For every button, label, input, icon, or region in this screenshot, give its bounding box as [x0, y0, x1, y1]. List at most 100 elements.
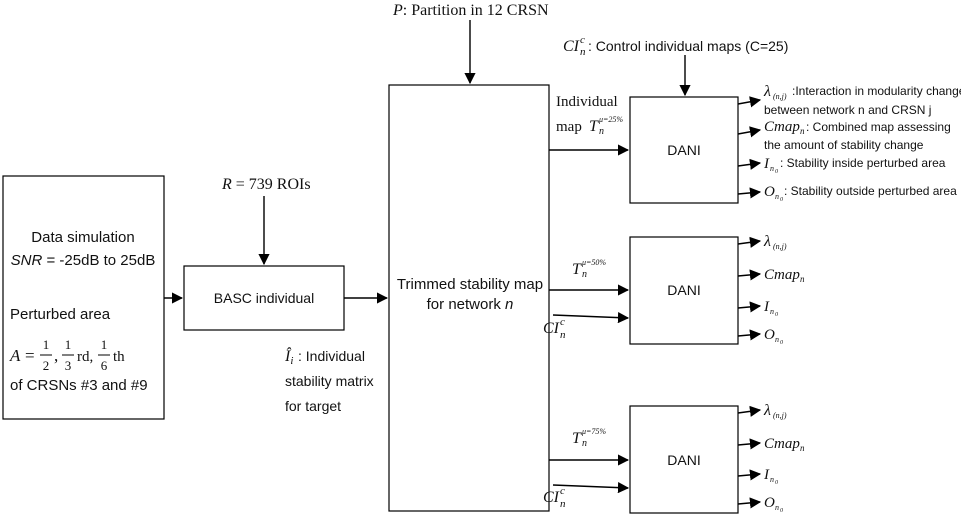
svg-text:n: n	[770, 307, 774, 316]
svg-text:6: 6	[101, 358, 108, 373]
svg-text:n: n	[599, 126, 604, 137]
arrow-ci-to-dani2	[552, 312, 630, 324]
crsn-text: of CRSNs #3 and #9	[10, 377, 148, 394]
arrow-dani3-cmap	[737, 438, 762, 450]
dani-box-1	[629, 96, 739, 204]
svg-text:n: n	[800, 274, 805, 284]
svg-text:λ: λ	[763, 402, 771, 419]
t75-label: T n μ=75%	[572, 427, 606, 449]
svg-text:c: c	[560, 485, 565, 497]
control-maps-label: CI c n : Control individual maps (C=25)	[563, 34, 788, 58]
svg-text:rd,: rd,	[77, 349, 93, 365]
svg-text:T: T	[572, 261, 582, 278]
arrow-dani3-i	[737, 469, 762, 481]
arrow-dani3-lambda	[737, 405, 762, 417]
arrow-dani1-o	[737, 187, 762, 199]
arrow-dani2-o	[737, 329, 762, 341]
svg-text:CI: CI	[543, 489, 560, 506]
svg-text:between network n and CRSN j: between network n and CRSN j	[764, 103, 931, 117]
snr-line: SNR = -25dB to 25dB	[11, 252, 156, 269]
svg-text:μ=75%: μ=75%	[581, 427, 606, 436]
svg-text:(n,j): (n,j)	[773, 411, 787, 420]
t50-label: T n μ=50%	[572, 258, 606, 280]
svg-text:: Individual: : Individual	[298, 348, 365, 364]
dani-label-2: DANI	[667, 282, 700, 298]
rois-label: R = 739 ROIs	[221, 176, 311, 193]
trimmed-line2: for network n	[427, 296, 514, 313]
output-cmap-3: Cmap n	[764, 436, 805, 453]
output-o-1: O n 0 : Stability outside perturbed area	[764, 184, 957, 203]
output-cmap-1: Cmap n : Combined map assessing the amou…	[764, 119, 951, 152]
svg-text:0: 0	[780, 340, 783, 346]
partition-label: P: Partition in 12 CRSN	[392, 2, 549, 19]
arrow-dani2-lambda	[737, 236, 762, 248]
individual-stability-matrix-label: Îi : Individual stability matrix for tar…	[284, 346, 374, 414]
svg-text:(n,j): (n,j)	[773, 92, 787, 101]
svg-text:A: A	[9, 346, 21, 365]
svg-text:,: ,	[54, 346, 58, 365]
svg-text:O: O	[764, 184, 775, 200]
trimmed-stability-map-box	[388, 84, 550, 512]
svg-text:λ: λ	[763, 83, 771, 100]
perturbed-area-label: Perturbed area	[10, 306, 111, 323]
svg-text:CI: CI	[543, 320, 560, 337]
svg-text:μ=25%: μ=25%	[598, 115, 623, 124]
svg-text:n: n	[775, 503, 779, 512]
data-simulation-box	[2, 175, 165, 420]
svg-text:0: 0	[775, 169, 778, 175]
svg-text:: Control individual maps (C=2: : Control individual maps (C=25)	[588, 38, 788, 54]
svg-text:3: 3	[65, 358, 72, 373]
svg-text:T: T	[572, 430, 582, 447]
svg-text:0: 0	[780, 508, 783, 514]
arrow-dani3-o	[737, 497, 762, 509]
arrow-dani2-cmap	[737, 269, 762, 281]
output-lambda-3: λ (n,j)	[763, 402, 787, 420]
svg-text:stability matrix: stability matrix	[285, 373, 374, 389]
svg-text:O: O	[764, 327, 775, 343]
svg-text:n: n	[560, 329, 566, 341]
svg-text:λ: λ	[763, 233, 771, 250]
svg-text:c: c	[560, 316, 565, 328]
output-i-3: I n 0	[763, 467, 778, 486]
svg-text:(n,j): (n,j)	[773, 242, 787, 251]
data-simulation-title: Data simulation	[31, 229, 134, 246]
svg-text:n: n	[582, 269, 587, 280]
dani-label-3: DANI	[667, 452, 700, 468]
arrow-dani1-cmap	[737, 126, 762, 138]
trimmed-line1: Trimmed stability map	[397, 276, 543, 293]
output-lambda-2: λ (n,j)	[763, 233, 787, 251]
svg-text:0: 0	[780, 197, 783, 203]
svg-text::Interaction in modularity cha: :Interaction in modularity changes	[792, 84, 961, 98]
svg-text:0: 0	[775, 480, 778, 486]
output-o-3: O n 0	[764, 495, 783, 514]
svg-text:: Combined map assessing: : Combined map assessing	[806, 120, 951, 134]
svg-text:th: th	[113, 349, 125, 365]
ci-label-dani2: CI c n	[543, 316, 566, 341]
area-fractions: A = 1 2 , 1 3 rd, 1 6 th	[9, 337, 125, 373]
svg-text:1: 1	[43, 337, 50, 352]
output-i-1: I n 0 : Stability inside perturbed area	[763, 156, 946, 175]
svg-text:for target: for target	[285, 398, 341, 414]
svg-text:1: 1	[65, 337, 72, 352]
arrow-dani1-i	[737, 158, 762, 170]
svg-text:I: I	[763, 299, 770, 315]
svg-text:T: T	[589, 118, 599, 135]
svg-text:c: c	[580, 34, 585, 46]
svg-text:Individual: Individual	[556, 94, 618, 110]
arrow-dani2-i	[737, 301, 762, 313]
svg-text:I: I	[763, 156, 770, 172]
basc-individual-label: BASC individual	[214, 290, 314, 306]
ci-label-dani3: CI c n	[543, 485, 566, 510]
svg-text:n: n	[580, 46, 586, 58]
svg-text:n: n	[775, 192, 779, 201]
output-lambda-1: λ (n,j) :Interaction in modularity chang…	[763, 83, 961, 117]
basc-individual-box	[183, 265, 345, 331]
svg-text:n: n	[800, 126, 805, 136]
svg-text:μ=50%: μ=50%	[581, 258, 606, 267]
svg-text:n: n	[770, 164, 774, 173]
svg-text:Cmap: Cmap	[764, 267, 800, 283]
svg-text:0: 0	[775, 312, 778, 318]
svg-text:I: I	[763, 467, 770, 483]
